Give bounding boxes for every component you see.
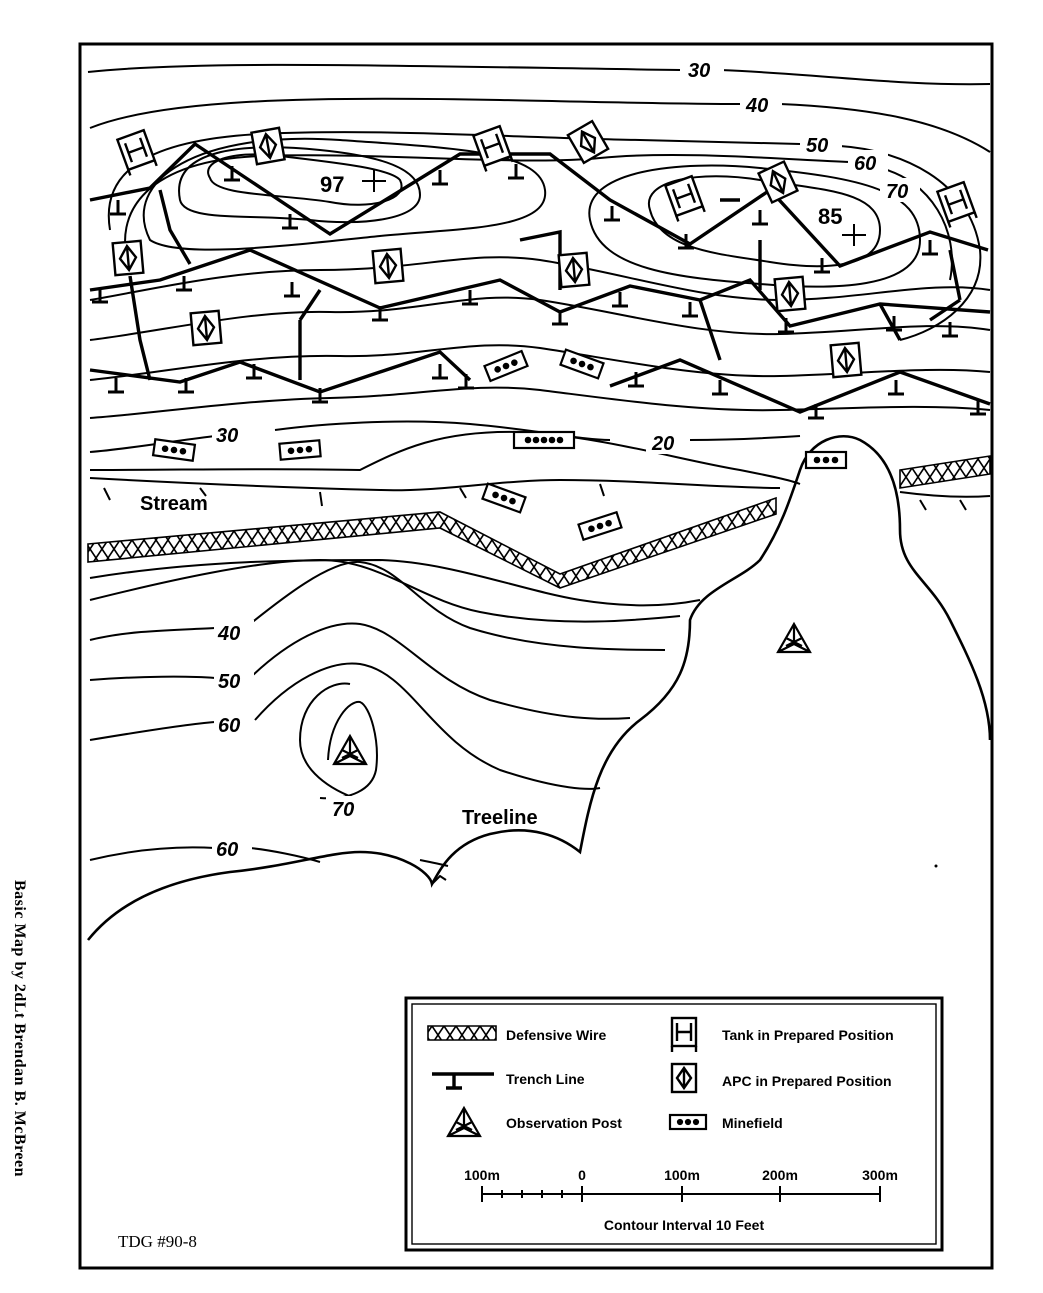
minefield-icon <box>481 482 527 514</box>
tank-icon <box>471 124 514 172</box>
minefield-icon <box>804 450 848 470</box>
contour-label: 40 <box>745 95 768 117</box>
wire-icon <box>427 1025 497 1041</box>
contour-label: 60 <box>216 839 238 861</box>
contour-lines <box>87 63 991 867</box>
observation-icon <box>332 733 368 766</box>
apc-icon <box>566 119 610 165</box>
contour-label: 50 <box>218 671 240 693</box>
legend-label-trench: Trench Line <box>506 1071 585 1087</box>
observation-posts <box>332 621 812 766</box>
scale-tick-label: 100m <box>464 1167 500 1183</box>
spot-height-label: 97 <box>320 172 344 197</box>
legend-label-minefield: Minefield <box>722 1115 783 1131</box>
apc-icon <box>557 251 591 289</box>
treeline-label: Treeline <box>462 807 538 829</box>
apc-positions <box>111 119 863 379</box>
stream <box>89 477 991 511</box>
defensive-wire <box>87 455 991 589</box>
tank-icon <box>663 174 706 222</box>
contour-label: 60 <box>854 153 876 175</box>
minefields <box>151 348 848 542</box>
scale-tick-label: 100m <box>664 1167 700 1183</box>
contour-label: 20 <box>651 433 674 455</box>
apc-icon <box>371 247 405 285</box>
map-credit: Basic Map by 2dLt Brendan B. McBreen <box>8 880 48 1260</box>
trench-ticks <box>92 164 986 420</box>
legend-label-tank: Tank in Prepared Position <box>722 1027 894 1043</box>
contour-label: 50 <box>806 135 828 157</box>
minefield-icon <box>278 439 322 461</box>
contour-label: 40 <box>217 623 240 645</box>
scale-caption: Contour Interval 10 Feet <box>604 1217 765 1233</box>
legend-label-apc: APC in Prepared Position <box>722 1073 892 1089</box>
contour-label: 30 <box>216 425 238 447</box>
legend-label-wire: Defensive Wire <box>506 1027 606 1043</box>
spot-height-label: 85 <box>818 204 842 229</box>
apc-icon <box>670 1062 698 1094</box>
contour-label: 60 <box>218 715 240 737</box>
observation-icon <box>776 621 812 654</box>
contour-label: 70 <box>332 799 354 821</box>
apc-icon <box>250 126 286 166</box>
minefield-icon <box>512 430 576 450</box>
legend-label-observation: Observation Post <box>506 1115 622 1131</box>
apc-icon <box>773 275 807 313</box>
tank-icon <box>115 128 158 176</box>
scale-bar <box>481 1186 881 1202</box>
minefield-icon <box>151 438 197 462</box>
map-frame <box>78 42 994 1270</box>
apc-icon <box>111 239 145 277</box>
apc-icon <box>829 341 863 379</box>
stream-label: Stream <box>140 493 208 515</box>
spot-height-marks <box>362 170 866 246</box>
legend: Defensive Wire Tank in Prepared Position… <box>404 996 944 1252</box>
apc-icon <box>189 309 223 347</box>
contour-label: 70 <box>886 181 908 203</box>
contour-label: 30 <box>688 60 710 82</box>
map-credit-text: Basic Map by 2dLt Brendan B. McBreen <box>11 880 28 1177</box>
treeline <box>86 435 992 941</box>
observation-icon <box>446 1105 482 1138</box>
scale-tick-label: 300m <box>862 1167 898 1183</box>
tdg-label: TDG #90-8 <box>118 1232 197 1251</box>
minefield-icon <box>668 1113 708 1131</box>
tank-icon <box>935 180 978 228</box>
scale-tick-label: 200m <box>762 1167 798 1183</box>
apc-icon <box>756 159 800 205</box>
tank-icon <box>670 1016 698 1052</box>
scale-tick-label: 0 <box>578 1167 586 1183</box>
tank-positions <box>115 124 978 228</box>
minefield-icon <box>577 510 623 542</box>
minefield-icon <box>559 348 605 380</box>
minefield-icon <box>483 349 529 383</box>
trench-icon <box>432 1072 494 1090</box>
